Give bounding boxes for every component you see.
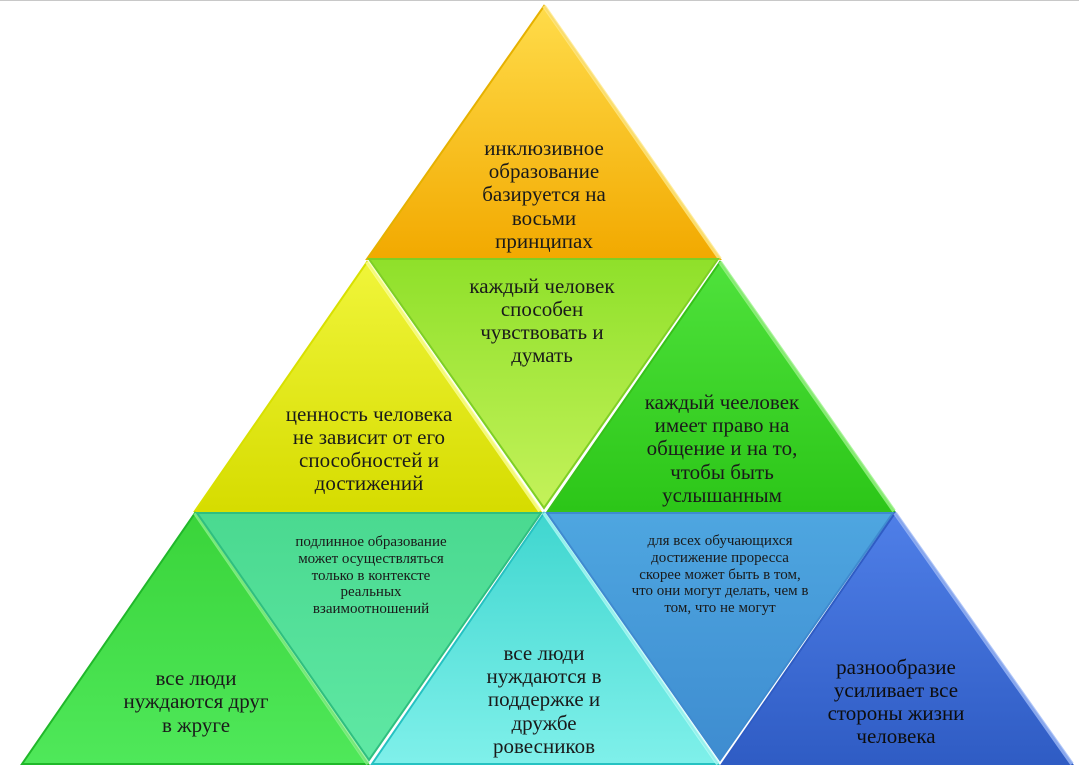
triangle-mid-center xyxy=(367,258,720,510)
label-bottom-2: подлинное образование может осуществлять… xyxy=(295,534,447,618)
label-bottom-5: разнообразие усиливает все стороны жизни… xyxy=(827,654,965,749)
label-mid-right: каждый чееловек имеет право на общение и… xyxy=(644,390,800,507)
label-top: инклюзивное образование базируется на во… xyxy=(482,136,606,253)
label-bottom-3: все люди нуждаются в поддержке и дружбе … xyxy=(486,641,602,758)
top-border xyxy=(0,0,1079,1)
triangle-bottom-2 xyxy=(195,512,543,762)
label-bottom-4: для всех обучающихся достижение проресса… xyxy=(631,533,809,617)
label-bottom-1: все люди нуждаются друг в жруге xyxy=(123,666,269,737)
label-mid-center: каждый человек способен чувствовать и ду… xyxy=(469,273,615,368)
label-mid-left: ценность человека не зависит от его спос… xyxy=(285,401,453,496)
triangle-bottom-4 xyxy=(545,512,895,762)
